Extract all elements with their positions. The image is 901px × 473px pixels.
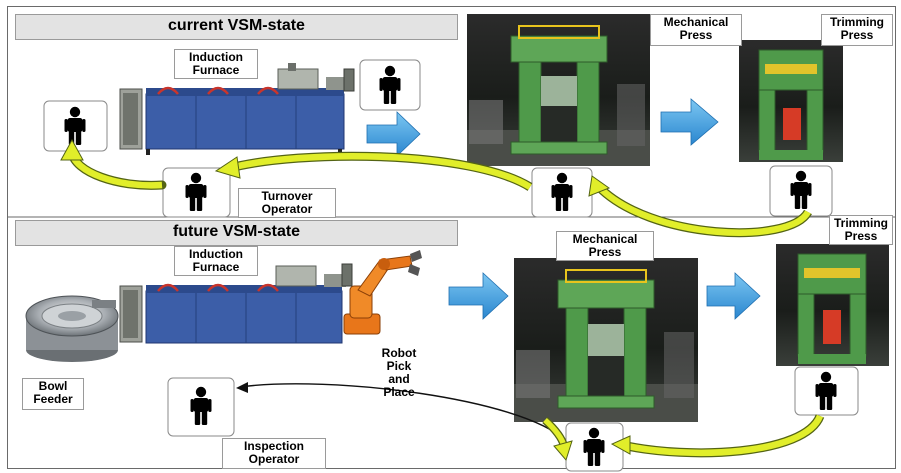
flow-arrow-icon bbox=[660, 98, 719, 146]
press-icon bbox=[467, 14, 650, 166]
induction-furnace-label-top: Induction Furnace bbox=[174, 49, 258, 79]
operator-icon bbox=[359, 59, 421, 111]
return-arrow-icon bbox=[542, 417, 573, 462]
flow-arrow-icon bbox=[706, 272, 761, 320]
return-arrow-icon bbox=[60, 138, 167, 190]
bowl-feeder-icon bbox=[25, 295, 119, 362]
operator-icon bbox=[794, 366, 859, 416]
return-arrow-icon bbox=[236, 382, 566, 441]
press-icon bbox=[776, 244, 889, 366]
return-arrow-icon bbox=[588, 175, 812, 238]
induction-furnace-icon bbox=[119, 263, 353, 344]
operator-icon bbox=[565, 422, 624, 472]
induction-furnace-label-bottom: Induction Furnace bbox=[174, 246, 258, 276]
flow-arrow-icon bbox=[366, 111, 421, 157]
trimming-press-label-top: Trimming Press bbox=[821, 14, 893, 46]
return-arrow-icon bbox=[214, 151, 533, 191]
robot-arm-icon bbox=[343, 250, 422, 335]
operator-icon bbox=[167, 377, 235, 437]
mechanical-press-label-top: Mechanical Press bbox=[650, 14, 742, 46]
mechanical-press-label-bottom: Mechanical Press bbox=[556, 231, 654, 261]
return-arrow-icon bbox=[610, 413, 825, 458]
flow-arrow-icon bbox=[448, 272, 509, 320]
turnover-operator-label: Turnover Operator bbox=[238, 188, 336, 218]
operator-icon bbox=[769, 165, 833, 217]
induction-furnace-icon bbox=[119, 63, 355, 155]
current-state-header: current VSM-state bbox=[15, 14, 458, 40]
bowl-feeder-label: Bowl Feeder bbox=[22, 378, 84, 410]
trimming-press-label-bottom: Trimming Press bbox=[829, 215, 893, 245]
operator-icon bbox=[43, 100, 108, 152]
press-icon bbox=[739, 40, 843, 162]
press-icon bbox=[514, 258, 698, 422]
operator-icon bbox=[162, 167, 231, 218]
inspection-operator-label: Inspection Operator bbox=[222, 438, 326, 469]
operator-icon bbox=[531, 167, 593, 218]
future-state-header: future VSM-state bbox=[15, 220, 458, 246]
robot-pick-and-place-label: Robot Pick and Place bbox=[381, 346, 417, 399]
outer-frame bbox=[7, 6, 896, 469]
